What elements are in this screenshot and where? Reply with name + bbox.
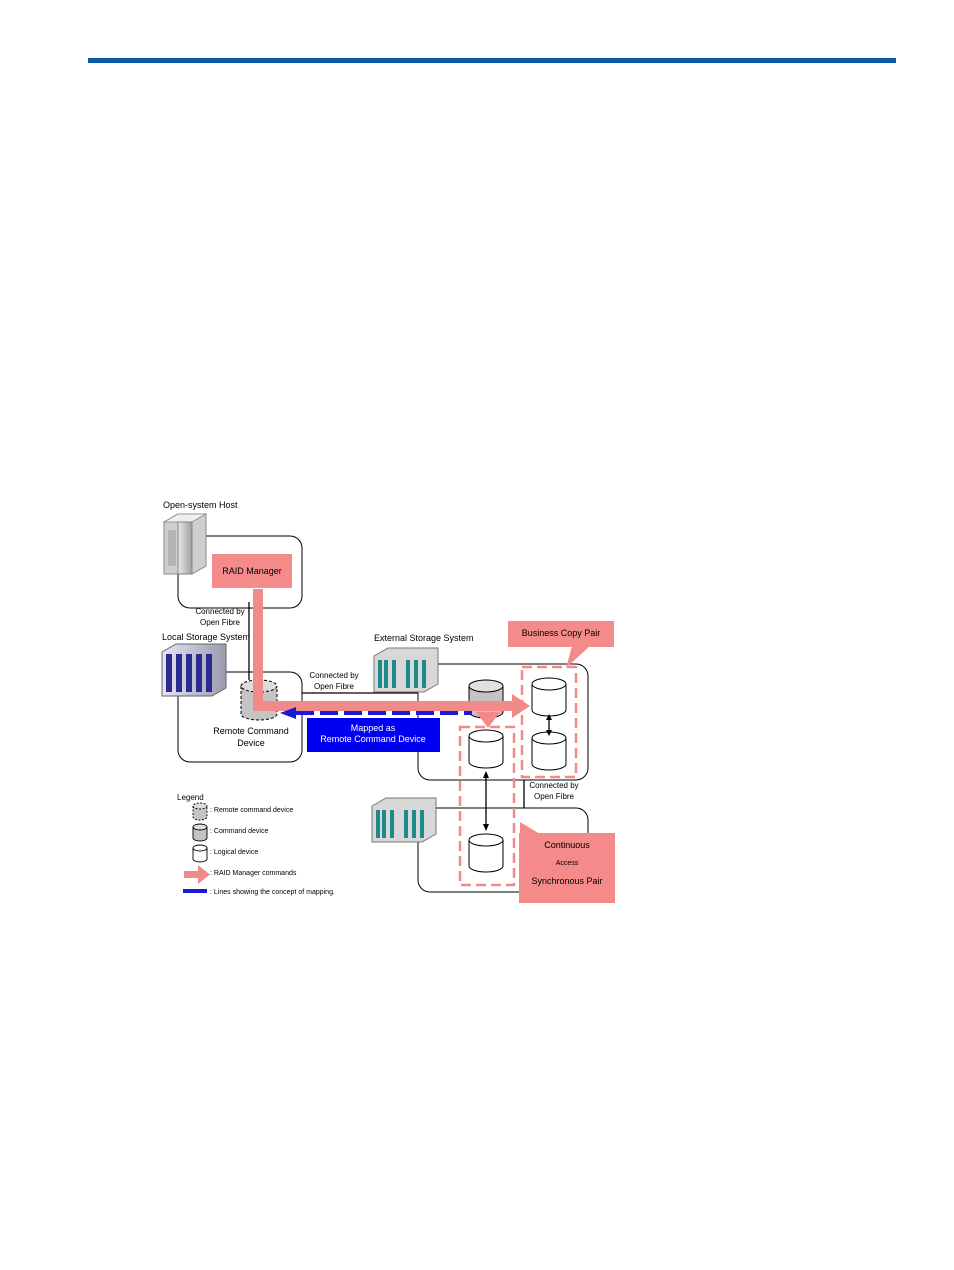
mapped-as-box [307, 718, 440, 752]
connected-3-line-2: Open Fibre [534, 792, 575, 801]
remote-cmd-device-line-2: Device [237, 738, 265, 748]
remote-cmd-device-line-1: Remote Command [213, 726, 289, 736]
raid-manager-box [212, 554, 292, 588]
logical-device-ca-primary [468, 729, 504, 769]
connected-1-line-2: Open Fibre [200, 618, 241, 627]
legend-item-1: : Remote command device [210, 807, 293, 814]
local-storage-label: Local Storage System [162, 632, 250, 642]
bc-pair-arrow [546, 714, 552, 736]
raid-command-arrow-icon [184, 865, 210, 884]
host-label: Open-system Host [163, 500, 238, 510]
mapping-line-icon [183, 889, 207, 893]
external-storage-rack-icon [373, 647, 439, 693]
legend-item-5: : Lines showing the concept of mapping. [210, 889, 335, 896]
local-storage-region [177, 671, 303, 763]
remote-storage-rack-icon [371, 797, 437, 843]
local-storage-rack-icon [161, 643, 227, 697]
continuous-access-pair-box [458, 725, 516, 887]
logical-device-bc-secondary [531, 731, 567, 771]
remote-command-device-icon [192, 802, 208, 821]
logical-device-bc-primary [531, 677, 567, 717]
continuous-label-2: Access [556, 860, 579, 867]
logical-device-ca-secondary [468, 833, 504, 873]
legend-title: Legend [177, 793, 204, 802]
legend-item-2: : Command device [210, 828, 268, 835]
business-copy-pair-label: Business Copy Pair [522, 628, 601, 638]
external-storage-label: External Storage System [374, 633, 474, 643]
header-rule [88, 58, 896, 63]
ca-pair-arrow [483, 771, 489, 831]
command-device-icon [192, 823, 208, 842]
connected-3-line-1: Connected by [529, 781, 578, 790]
legend-item-3: : Logical device [210, 849, 258, 856]
connected-2-line-1: Connected by [309, 671, 358, 680]
mapping-line [280, 707, 472, 719]
business-copy-pair-box [520, 665, 578, 779]
legend-item-4: : RAID Manager commands [210, 870, 297, 877]
logical-device-icon [192, 844, 208, 863]
continuous-label-3: Synchronous Pair [531, 876, 602, 886]
mapped-as-label-1: Mapped as [351, 723, 396, 733]
continuous-access-callout [519, 822, 615, 903]
connected-1-line-1: Connected by [195, 607, 244, 616]
continuous-label-1: Continuous [544, 840, 590, 850]
connected-2-line-2: Open Fibre [314, 682, 355, 691]
business-copy-callout [508, 621, 614, 668]
mapped-as-label-2: Remote Command Device [320, 734, 426, 744]
server-icon [162, 513, 208, 575]
raid-manager-label: RAID Manager [222, 566, 282, 576]
